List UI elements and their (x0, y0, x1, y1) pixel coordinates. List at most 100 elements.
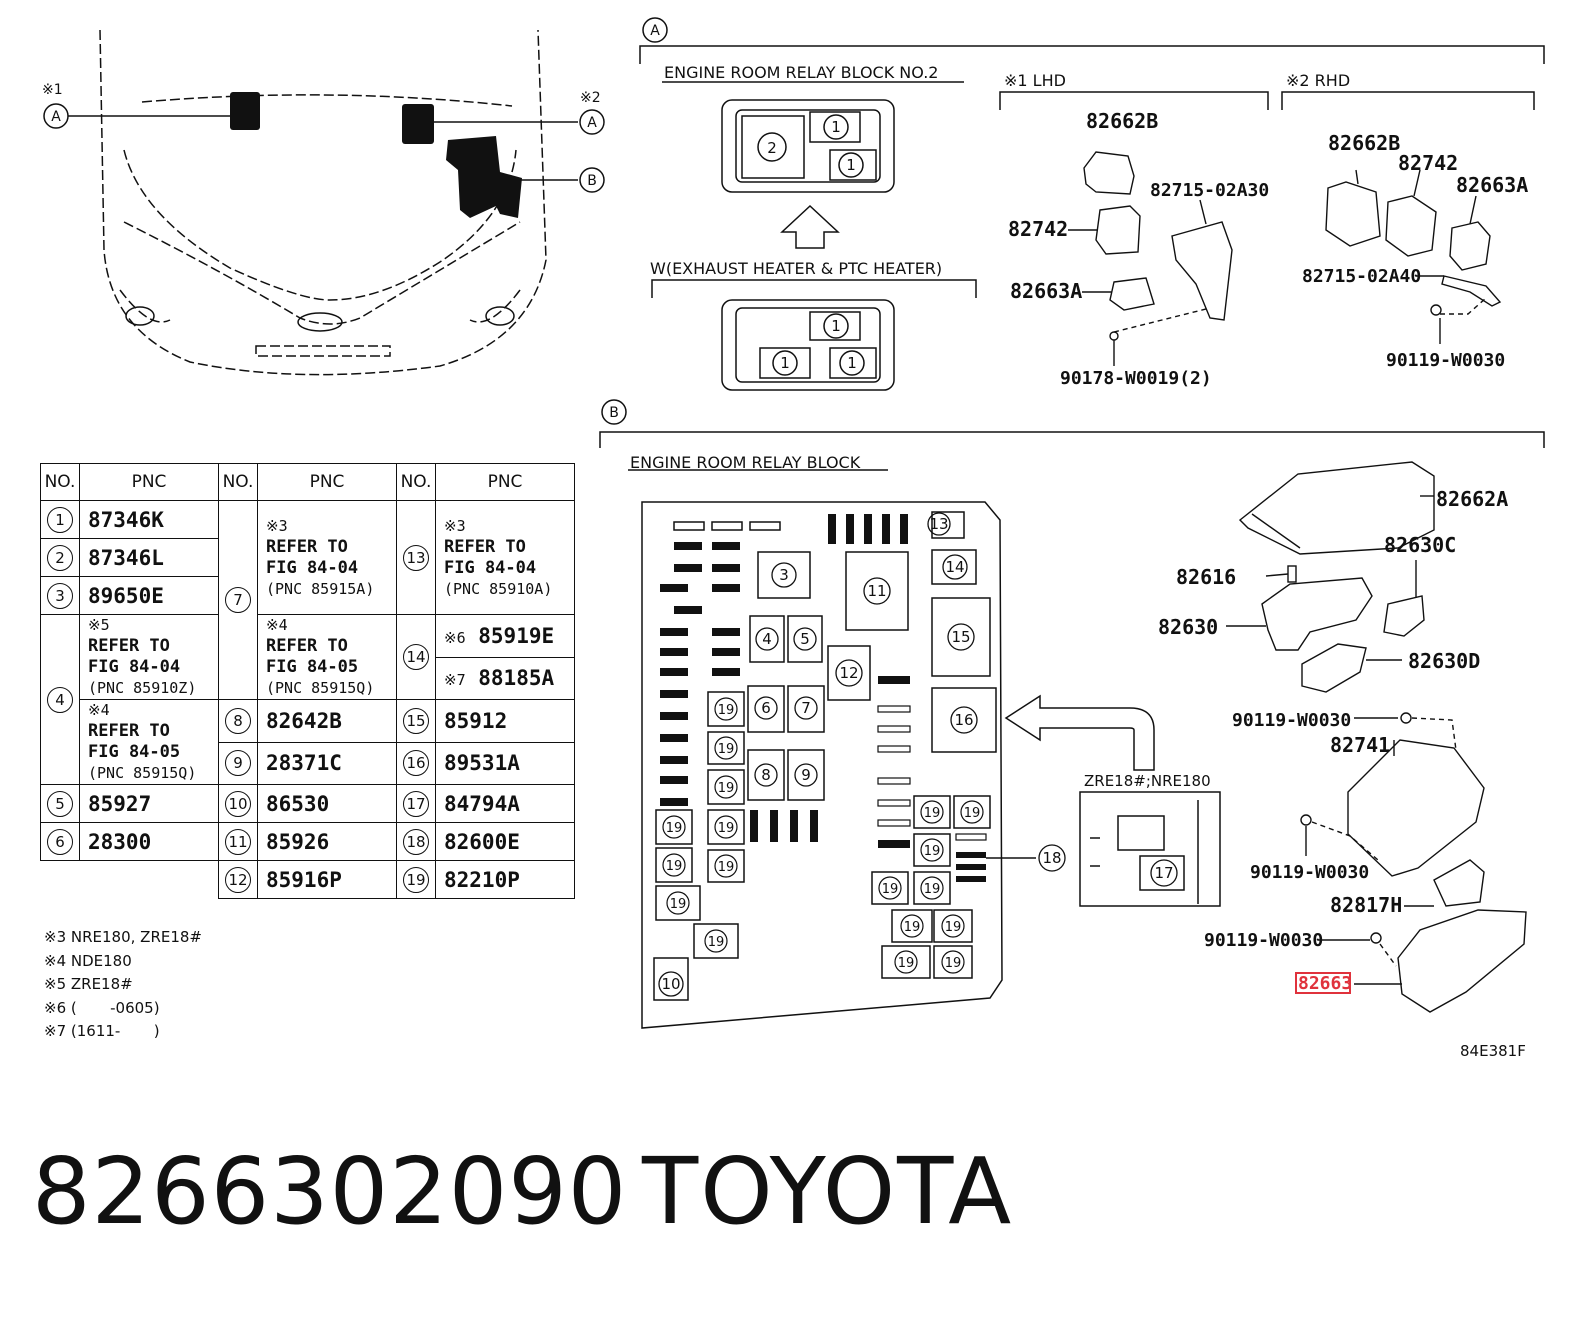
svg-text:19: 19 (924, 806, 941, 821)
footnote-3: ※3 NRE180, ZRE18# (44, 928, 202, 946)
section-b-marker (601, 399, 627, 425)
row-no-13: 13 (396, 500, 436, 615)
relay-block-cover-shape (1238, 461, 1435, 555)
section-a-marker (642, 17, 668, 43)
pnc-table-wrap: NO. PNC NO. PNC NO. PNC 1 87346K 7 ※3 RE… (40, 463, 575, 899)
marker-a-right (579, 109, 605, 135)
row-no-6: 6 (40, 822, 80, 861)
svg-text:19: 19 (898, 956, 915, 971)
relay-block-a-lhd (230, 92, 260, 130)
svg-text:15: 15 (951, 628, 970, 646)
relay-block-body-shape (1261, 577, 1373, 651)
marker-a-right-text: A (587, 115, 597, 131)
arrow-to-variant (1004, 694, 1155, 771)
relay-block-b (446, 136, 522, 218)
variant-num-1a: 1 (831, 317, 841, 335)
row-no-12: 12 (218, 860, 258, 899)
rhd-part-82742: 82742 (1398, 151, 1458, 175)
highlighted-part-82663[interactable]: 82663 (1298, 973, 1353, 994)
rhd-part-82663a: 82663A (1456, 173, 1528, 197)
rhd-holder-shape (1441, 275, 1502, 307)
82817h-shape (1433, 859, 1485, 907)
part-82616: 82616 (1176, 565, 1236, 589)
zre-variant-box (1079, 791, 1221, 907)
rhd-bracket-shape (1385, 195, 1437, 257)
row-no-2: 2 (40, 538, 80, 577)
pnc-14b: ※7 88185A (435, 656, 575, 700)
svg-text:19: 19 (718, 703, 735, 718)
footer-part-number: 8266302090 (32, 1138, 628, 1245)
lhd-relay-cover-shape (1083, 151, 1135, 195)
svg-text:19: 19 (718, 821, 735, 836)
svg-text:19: 19 (882, 882, 899, 897)
note-2-mark: ※2 (580, 90, 601, 106)
row-no-1: 1 (40, 500, 80, 539)
svg-text:6: 6 (761, 699, 771, 717)
lhd-clip-shape (1109, 277, 1155, 311)
col-pnc-2: PNC (257, 463, 397, 501)
row-no-16: 16 (396, 741, 436, 785)
fuse-slots (660, 514, 986, 882)
part-90119-b: 90119-W0030 (1250, 862, 1369, 883)
lhd-bracket-shape (1095, 205, 1141, 255)
svg-text:19: 19 (670, 897, 687, 912)
marker-a-left-text: A (51, 109, 61, 125)
lhd-part-82663a: 82663A (1010, 279, 1082, 303)
lhd-part-90178: 90178-W0019(2) (1060, 368, 1212, 389)
svg-text:5: 5 (800, 630, 810, 648)
zre-variant-label: ZRE18#;NRE180 (1084, 772, 1211, 790)
row-no-7: 7 (218, 500, 258, 700)
svg-text:13: 13 (929, 515, 948, 533)
svg-text:19: 19 (718, 742, 735, 757)
svg-text:7: 7 (801, 699, 811, 717)
block-numbers: 3 11 13 14 15 16 12 4 5 6 7 8 9 10 18 17 (661, 515, 1173, 993)
part-82630c: 82630C (1384, 533, 1456, 557)
footnote-5: ※5 ZRE18# (44, 975, 133, 993)
footnote-4: ※4 NDE180 (44, 951, 132, 970)
svg-text:19: 19 (945, 956, 962, 971)
pnc-6: 28300 (79, 822, 219, 861)
part-82662a: 82662A (1436, 487, 1508, 511)
lhd-part-82662b: 82662B (1086, 109, 1158, 133)
fuse-19-circles (662, 697, 984, 974)
pnc-12: 85916P (257, 860, 397, 899)
variant-num-1c: 1 (847, 354, 857, 372)
svg-text:19: 19 (708, 935, 725, 950)
row-no-10: 10 (218, 784, 258, 823)
pnc-15: 85912 (435, 699, 575, 743)
svg-text:12: 12 (839, 664, 858, 682)
svg-text:19: 19 (666, 821, 683, 836)
pnc-7a: ※3 REFER TO FIG 84-04 (PNC 85915A) (257, 500, 397, 615)
marker-b-text: B (587, 173, 597, 189)
svg-text:3: 3 (779, 566, 789, 584)
svg-text:19: 19 (945, 920, 962, 935)
block-number-circles (658, 512, 1178, 997)
section-b-label: B (609, 405, 619, 421)
row-no-9: 9 (218, 741, 258, 785)
pnc-7b: ※4 REFER TO FIG 84-05 (PNC 85915Q) (257, 614, 397, 700)
pnc-5: 85927 (79, 784, 219, 823)
car-outline (99, 29, 547, 376)
svg-text:19: 19 (924, 882, 941, 897)
rhd-part-90119: 90119-W0030 (1386, 350, 1505, 371)
row-no-3: 3 (40, 576, 80, 615)
pnc-1: 87346K (79, 500, 219, 539)
82741-shape (1347, 739, 1485, 877)
emblem (297, 312, 343, 332)
rhd-part-82662b: 82662B (1328, 131, 1400, 155)
pnc-16: 89531A (435, 741, 575, 785)
block2-num-1a: 1 (831, 118, 841, 136)
row-no-5: 5 (40, 784, 80, 823)
part-82630: 82630 (1158, 615, 1218, 639)
block2-num-2: 2 (767, 139, 777, 157)
block2-num-1b: 1 (846, 156, 856, 174)
diagram-code: 84E381F (1460, 1042, 1526, 1060)
svg-text:17: 17 (1154, 864, 1173, 882)
82630d-shape (1301, 643, 1367, 693)
svg-text:11: 11 (867, 582, 886, 600)
note-1-mark: ※1 (42, 82, 63, 98)
pnc-19: 82210P (435, 860, 575, 899)
row-no-15: 15 (396, 699, 436, 743)
